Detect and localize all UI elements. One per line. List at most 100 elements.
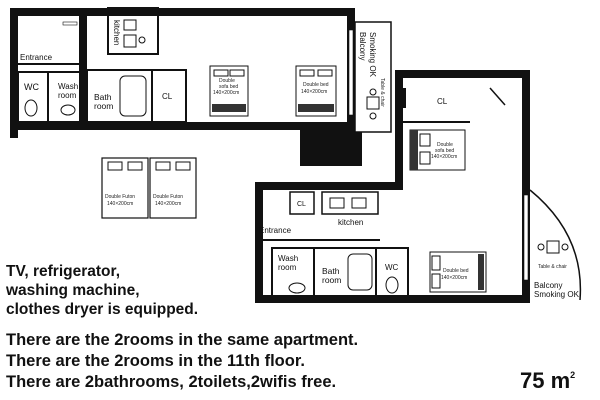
room-a-cl-label: CL <box>162 92 173 101</box>
equipment-note: TV, refrigerator, washing machine, cloth… <box>6 262 198 319</box>
room-a-wash-room <box>47 71 85 123</box>
info-line: There are the 2rooms in the same apartme… <box>6 331 359 349</box>
room-a-sofa-bed-1-pillow <box>229 69 245 77</box>
room-a-bed-2-pillow <box>299 69 315 77</box>
futon-2-pillow <box>155 161 171 171</box>
room-b-sofa-bed-pillow <box>419 133 431 147</box>
room-a-wall-top <box>10 8 355 16</box>
room-a-sink <box>123 19 137 31</box>
room-a-sofa-bed-1-label-3: 140×200cm <box>213 90 239 96</box>
room-b-wall-left-upper <box>395 70 403 185</box>
room-b-sofa-bed-label-3: 140×200cm <box>431 154 457 160</box>
room-a-bed-2-feet <box>298 104 334 112</box>
room-a-closet <box>151 69 187 123</box>
room-a-wash-label-1: Wash <box>58 82 78 91</box>
room-a-smoking-label: Smoking OK <box>368 32 377 78</box>
room-a-stove <box>123 34 137 48</box>
room-a-bed-2-label-1: Double bed <box>303 82 329 88</box>
room-a-bath-label-1: Bath <box>94 92 112 102</box>
info-line: There are the 2rooms in the 11th floor. <box>6 352 305 370</box>
room-a-balcony <box>354 21 392 133</box>
room-b-balcony-arc <box>529 189 582 301</box>
room-a-window <box>348 29 354 116</box>
room-a-chair-icon <box>369 112 377 120</box>
room-a-balcony-label: Balcony <box>358 32 367 60</box>
room-b-bath-label-2: room <box>322 275 341 285</box>
room-b-bed-foot <box>478 254 484 290</box>
room-b-toilet <box>385 276 399 294</box>
floor-area: 75 m2 <box>520 368 575 394</box>
room-b-sofa-bed <box>409 129 466 171</box>
room-b-chair-icon <box>537 243 545 251</box>
room-b-closet-divider <box>403 88 406 108</box>
room-b-kitchen-counter <box>321 191 379 215</box>
room-b-wall-bottom <box>255 295 530 303</box>
room-a-entrance-label: Entrance <box>20 53 53 62</box>
room-a-wall-bottom <box>10 122 362 130</box>
room-b-wall-left-lower <box>255 182 263 302</box>
room-a-wc-label: WC <box>24 82 39 92</box>
room-b-wall-top <box>395 70 530 78</box>
room-a-door <box>62 21 78 26</box>
room-a-chair-icon <box>369 88 377 96</box>
room-b-table-icon <box>546 240 560 254</box>
room-b-sink <box>329 197 345 209</box>
room-b-window <box>523 194 529 281</box>
room-b-wash-label-1: Wash <box>278 254 298 263</box>
room-b-table-label: Table & chair <box>538 264 567 270</box>
futon-2-pillow <box>175 161 191 171</box>
equipment-note-line: washing machine, <box>6 282 140 299</box>
futons: Double Futon 140×200cm Double Futon 140×… <box>101 157 197 219</box>
room-a: kitchen Entrance WC Wash room Bath room … <box>10 7 392 166</box>
room-a-bathtub <box>119 75 147 117</box>
room-a-bath-label-2: room <box>94 101 113 111</box>
futon-2-label-2: 140×200cm <box>155 201 181 207</box>
room-b-wc-room <box>375 247 409 297</box>
room-b-cl-label: CL <box>297 201 306 208</box>
room-b-chair-icon <box>561 243 569 251</box>
room-b-wash-basin <box>288 282 306 294</box>
room-b-entrance-label: Entrance <box>259 226 292 235</box>
room-a-bed-2-pillow <box>317 69 333 77</box>
room-b-balcony-label: Balcony <box>534 281 562 290</box>
equipment-note-line: TV, refrigerator, <box>6 263 121 280</box>
room-b-bed-label-1: Double bed <box>443 268 469 274</box>
room-b-wall-right <box>522 70 530 300</box>
room-a-wc-room <box>17 71 49 123</box>
floor-area-value: 75 m <box>520 368 571 393</box>
room-b-bed-label-2: 140×200cm <box>441 275 467 281</box>
room-a-toilet <box>24 99 38 117</box>
room-a-wash-basin <box>60 104 76 116</box>
room-b-smoking-label: Smoking OK <box>534 290 580 299</box>
room-a-table-label: Table & chair <box>379 78 385 107</box>
room-a-sofa-bed-1-label-2: sofa bed <box>219 84 238 90</box>
room-a-wall-left <box>10 8 18 138</box>
futon-2-label-1: Double Futon <box>153 194 183 200</box>
room-a-wash-label-2: room <box>58 91 77 100</box>
futon-1-label-2: 140×200cm <box>107 201 133 207</box>
room-b-wash-label-2: room <box>278 263 297 272</box>
room-b-sofa-bed-label-2: sofa bed <box>435 148 454 154</box>
room-b-bath-label-1: Bath <box>322 266 340 276</box>
room-a-table-icon <box>366 96 380 110</box>
room-b-sofa-bed-back <box>410 130 418 170</box>
futon-1-pillow <box>107 161 123 171</box>
room-b-cl-top-label: CL <box>437 97 448 106</box>
room-b-bathtub <box>347 253 373 291</box>
room-b: CL Double sofa bed 140×200cm CL kitchen … <box>255 70 582 303</box>
room-a-sofa-bed-1-feet <box>212 104 246 112</box>
room-a-burner <box>138 36 146 44</box>
room-b-door-arc <box>489 87 506 106</box>
room-b-wc-label: WC <box>385 263 399 272</box>
room-b-wall-mid <box>255 182 403 190</box>
room-a-kitchen-label: kitchen <box>112 20 121 45</box>
room-b-sofa-bed-label-1: Double <box>437 142 453 148</box>
room-b-bed-pillow <box>431 255 441 271</box>
info-line: There are 2bathrooms, 2toilets,2wifis fr… <box>6 373 337 391</box>
room-a-kitchen-wall <box>107 7 159 55</box>
room-b-bed-pillow <box>431 273 441 289</box>
futon-1-label-1: Double Futon <box>105 194 135 200</box>
room-a-sofa-bed-1-pillow <box>213 69 229 77</box>
room-b-stove <box>351 197 367 209</box>
